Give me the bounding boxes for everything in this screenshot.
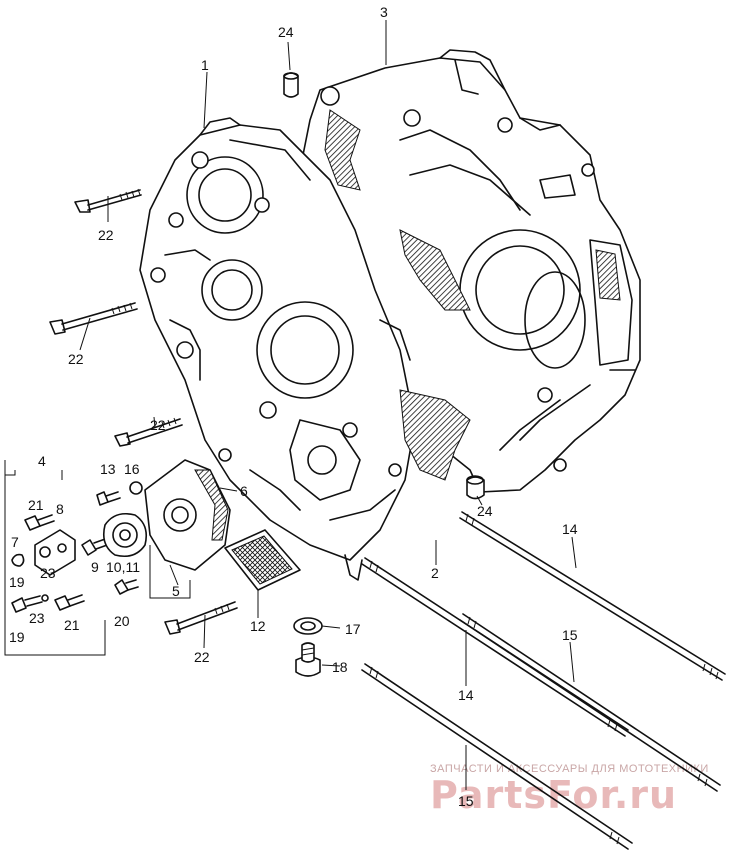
label-21-lower: 21 [64,617,80,633]
label-22-upper: 22 [98,227,114,243]
label-15-lower: 15 [458,793,474,809]
stud-bolt-15-lower [361,663,633,850]
label-12: 12 [250,618,266,634]
label-2: 2 [431,565,439,581]
label-22-bottom: 22 [194,649,210,665]
label-13: 13 [100,461,116,477]
label-19-upper: 19 [9,574,25,590]
label-17: 17 [345,621,361,637]
label-24-lower: 24 [477,503,493,519]
label-9: 9 [91,559,99,575]
label-21-upper: 21 [28,497,44,513]
label-3: 3 [380,4,388,20]
watermark: ЗАПЧАСТИ И АКСЕССУАРЫ ДЛЯ МОТОТЕХНИКИ Pa… [430,763,709,817]
oil-pump-assembly [4,459,231,656]
dowel-pin-upper [283,72,299,98]
label-5: 5 [172,583,180,599]
label-10-11: 10,11 [106,559,140,575]
label-19-lower: 19 [9,629,25,645]
bolt-22-lower [114,417,183,447]
label-8: 8 [56,501,64,517]
label-7: 7 [11,534,19,550]
label-15-upper: 15 [562,627,578,643]
watermark-tagline: ЗАПЧАСТИ И АКСЕССУАРЫ ДЛЯ МОТОТЕХНИКИ [430,763,709,775]
label-6: 6 [240,483,248,499]
label-23-lower: 23 [29,610,45,626]
label-14-upper: 14 [562,521,578,537]
label-23-upper: 23 [40,565,56,581]
watermark-logo: PartsFor.ru [430,773,677,817]
label-22-lower: 22 [150,417,166,433]
left-crankcase-half [139,117,471,581]
stud-bolt-14-upper [459,511,726,681]
oil-strainer-screen [224,529,301,591]
label-4: 4 [38,453,46,469]
leader-lines [79,20,577,790]
label-1: 1 [201,57,209,73]
label-22-middle: 22 [68,351,84,367]
label-24-upper: 24 [278,24,294,40]
bolt-22-bottom [164,601,238,635]
label-20: 20 [114,613,130,629]
label-18: 18 [332,659,348,675]
sealing-washer [293,617,323,635]
label-14-lower: 14 [458,687,474,703]
drain-bolt [295,642,321,677]
bolt-22-middle [49,302,138,335]
dowel-pin-lower [466,475,485,500]
stud-bolt-14-lower [361,557,629,737]
part-labels: 1 2 3 4 5 6 7 8 9 10,11 12 13 14 14 15 1… [9,4,578,809]
bolt-22-upper [74,188,142,213]
label-16: 16 [124,461,140,477]
